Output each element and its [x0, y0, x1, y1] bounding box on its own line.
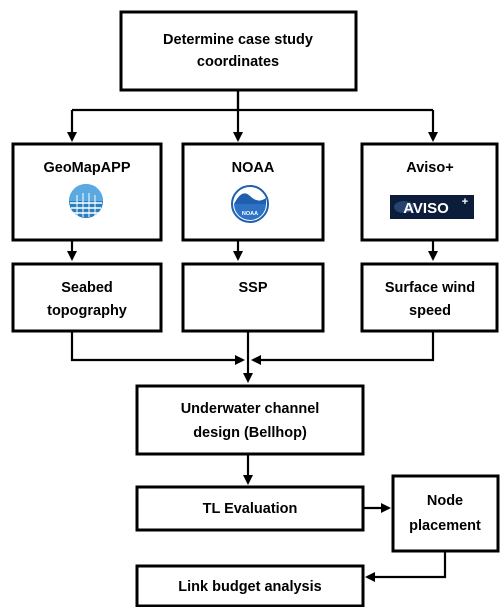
link-budget-label: Link budget analysis	[178, 579, 321, 595]
geomapapp-node: GeoMapAPP	[11, 142, 163, 242]
edge-node-placement-link-budget	[365, 551, 447, 582]
wind-line1: Surface wind	[385, 280, 475, 296]
tl-evaluation-node: TL Evaluation	[135, 485, 365, 532]
node-placement-node: Node placement	[391, 474, 500, 553]
tl-evaluation-label: TL Evaluation	[203, 501, 298, 517]
noaa-logo-text: NOAA	[242, 211, 258, 217]
link-budget-node: Link budget analysis	[135, 564, 365, 607]
geomapapp-globe-logo	[69, 184, 103, 218]
channel-line2: design (Bellhop)	[193, 425, 307, 441]
wind-line2: speed	[409, 303, 451, 319]
seabed-topography-node: Seabed topography	[11, 262, 163, 333]
ssp-node: SSP	[181, 262, 325, 333]
geomapapp-label: GeoMapAPP	[43, 160, 130, 176]
seabed-line1: Seabed	[61, 280, 113, 296]
node-placement-line1: Node	[427, 493, 463, 509]
seabed-line2: topography	[47, 303, 127, 319]
edge-wind-merge	[251, 331, 435, 365]
aviso-node: Aviso+ AVISO +	[360, 142, 499, 242]
channel-design-node: Underwater channel design (Bellhop)	[135, 384, 365, 456]
determine-coordinates-line1: Determine case study	[163, 32, 313, 48]
noaa-node: NOAA NOAA	[181, 142, 325, 242]
node-placement-line2: placement	[409, 518, 481, 534]
aviso-logo-plus: +	[462, 196, 468, 208]
edge-seabed-merge	[70, 331, 245, 365]
surface-wind-speed-node: Surface wind speed	[360, 262, 499, 333]
aviso-banner-logo: AVISO +	[390, 195, 474, 219]
aviso-label: Aviso+	[406, 160, 453, 176]
aviso-logo-text: AVISO	[403, 200, 449, 217]
channel-line1: Underwater channel	[181, 401, 320, 417]
determine-coordinates-node: Determine case study coordinates	[119, 10, 358, 92]
noaa-label: NOAA	[232, 160, 275, 176]
noaa-seal-logo: NOAA	[231, 185, 269, 223]
ssp-label: SSP	[238, 280, 267, 296]
determine-coordinates-line2: coordinates	[197, 54, 279, 70]
